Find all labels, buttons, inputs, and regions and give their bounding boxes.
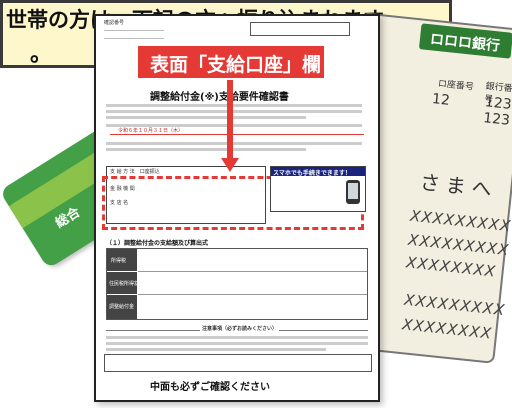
smartphone-info-header xyxy=(271,167,365,176)
section1-label: （１）調整給付金の支給額及び算出式 xyxy=(106,240,209,247)
text-line xyxy=(106,342,368,345)
passbook-shop-number: 12 xyxy=(431,91,451,109)
text-line xyxy=(106,104,362,107)
account-bank-row: 金 融 機 関 xyxy=(110,186,135,192)
document-title: 調整給付金(※)支給要件確認書 xyxy=(150,92,289,103)
deadline-text: 令和６年１０月３１日（木） xyxy=(118,128,184,134)
row-label-adjustment: 調整給付金 xyxy=(109,304,135,310)
row-label-income-tax: 所得税 xyxy=(111,258,127,264)
account-branch-row: 支 店 名 xyxy=(110,200,129,206)
notice-heading: 注意事項（必ずお読みください） xyxy=(200,326,280,332)
row-header-cell xyxy=(107,295,137,319)
text-line xyxy=(106,116,306,119)
row-header-cell xyxy=(107,272,137,294)
row-header-cell xyxy=(107,249,137,271)
smartphone-info-title: スマホでも手続きできます！ xyxy=(273,170,351,177)
text-line xyxy=(106,348,326,351)
bottom-reminder: 中面も必ずご確認ください xyxy=(150,382,270,393)
account-method-row: 支 給 方 法 口座振込 xyxy=(110,169,160,175)
text-line xyxy=(106,124,362,127)
doc-header-small: 確認番号 xyxy=(104,20,125,26)
calculation-table xyxy=(106,248,368,320)
divider xyxy=(104,30,164,31)
text-line xyxy=(106,142,362,145)
passbook-acct-number: 1234 123 xyxy=(482,94,512,129)
arrow-down-icon xyxy=(221,158,239,172)
table-divider xyxy=(138,271,367,272)
banner-text: 表面「支給口座」欄 xyxy=(150,54,322,76)
payment-account-box xyxy=(106,166,266,224)
text-line xyxy=(106,148,306,151)
row-label-resident-tax: 住民税所得割 xyxy=(109,281,140,287)
smartphone-icon xyxy=(346,180,360,204)
divider xyxy=(104,38,164,39)
text-line xyxy=(106,110,362,113)
text-line xyxy=(106,336,368,339)
table-divider xyxy=(138,294,367,295)
arrow-shaft xyxy=(227,80,233,160)
account-field-banner xyxy=(136,44,326,80)
deadline-underline xyxy=(110,134,364,135)
signature-row xyxy=(104,354,372,372)
callout-text-line2: 。 xyxy=(30,42,53,67)
confirmation-number-box xyxy=(250,22,350,36)
